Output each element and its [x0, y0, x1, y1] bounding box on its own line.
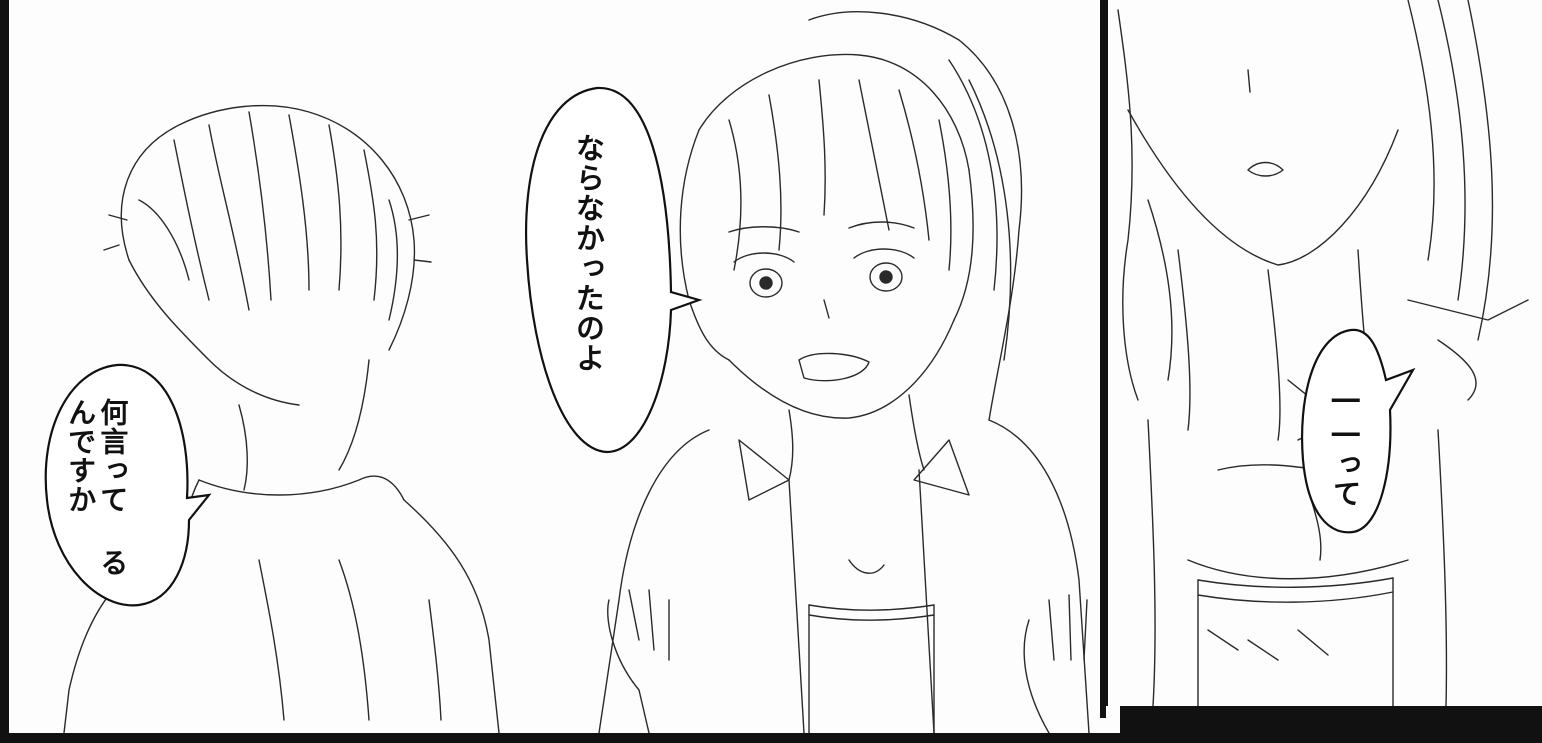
panel-wide-illustration	[44, 11, 1090, 733]
bubble-girl-shape	[525, 86, 703, 454]
speech-bubble-closeup: ――って	[1329, 382, 1363, 522]
bubble-closeup-shape	[1301, 328, 1416, 534]
girl-figure	[598, 11, 1090, 733]
panel-divider	[1100, 0, 1106, 718]
speech-bubble-boy: 何言って るんですか	[64, 398, 130, 598]
panel-closeup-illustration	[1117, 0, 1529, 706]
page-border-left	[0, 0, 9, 743]
bubble-girl-line-1: ならなかったのよ	[571, 133, 606, 373]
bubble-boy-line-2: るんですか	[64, 398, 130, 577]
page-border-bottom	[0, 733, 1542, 743]
corner-black-block	[1120, 706, 1542, 743]
bubble-boy-line-1: 何言って	[96, 398, 130, 514]
panel-wide: 何言って るんですか ならなかったのよ	[9, 0, 1100, 733]
panel-closeup: ――って	[1106, 0, 1542, 706]
bubble-closeup-line-1: ――って	[1329, 382, 1363, 508]
speech-bubble-girl: ならなかったのよ	[571, 133, 606, 443]
bubble-boy-shape	[44, 363, 212, 607]
